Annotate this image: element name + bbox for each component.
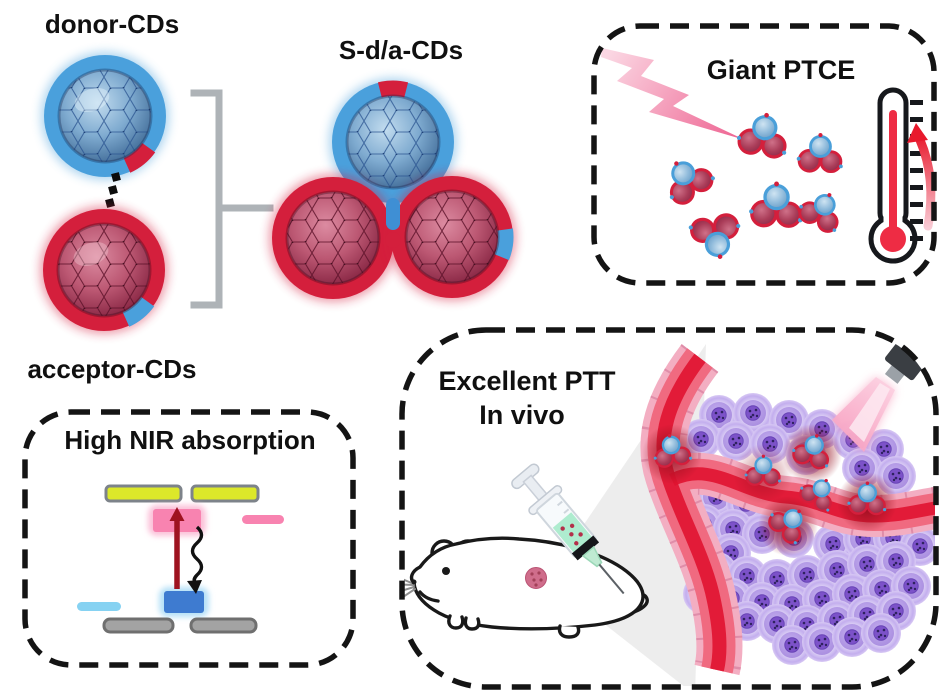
acceptor-cd-sphere — [40, 206, 168, 334]
thermometer-icon — [868, 87, 936, 264]
laser-beam — [832, 377, 895, 452]
sda-red-sphere-left — [269, 174, 397, 302]
ptce-trimers — [653, 107, 851, 266]
cd-trimer-cluster — [653, 146, 720, 211]
nir-panel-title: High NIR absorption — [64, 425, 316, 455]
syringe-icon — [511, 463, 625, 595]
thermometer-ticks — [910, 100, 923, 241]
energy-level-gray-2 — [189, 617, 258, 634]
tumor-spot — [525, 567, 547, 589]
cd-trimer-cluster — [685, 210, 748, 266]
energy-level-yellow-2 — [190, 484, 260, 503]
acceptor-cds-label: acceptor-CDs — [27, 354, 197, 384]
mouse-front-leg — [447, 614, 465, 630]
sda-red-sphere-right — [388, 173, 516, 301]
ptt-panel-border — [399, 327, 939, 690]
energy-level-gray-1 — [102, 617, 175, 634]
ground-state-blue-box — [164, 591, 204, 613]
ptt-panel-title-line2: In vivo — [479, 400, 565, 430]
cd-trimer-cluster — [747, 179, 805, 228]
ptt-panel-scene — [404, 339, 935, 686]
mouse-nose — [411, 579, 417, 585]
ptce-panel-border — [591, 23, 937, 286]
mouse-hind-foot — [557, 624, 581, 639]
laser-icon — [884, 339, 928, 384]
donor-cd-sphere — [41, 52, 169, 180]
sda-cd-cluster — [269, 78, 516, 302]
energy-level-lightblue-bar — [77, 602, 121, 611]
sda-cds-label: S-d/a-CDs — [338, 35, 464, 65]
energy-level-yellow-1 — [104, 484, 183, 503]
cd-trimer-cluster — [795, 131, 845, 174]
energy-level-pink-bar — [242, 515, 284, 524]
mouse-front-leg — [463, 616, 481, 631]
temperature-rise-arrow — [915, 135, 936, 231]
junction-red-patch — [385, 232, 401, 248]
tumor-cell — [860, 612, 902, 654]
junction-blue-patch — [386, 198, 400, 230]
grouping-bracket — [190, 89, 274, 309]
sda-blue-sphere — [329, 78, 457, 206]
nonradiative-decay-arrow — [190, 525, 204, 586]
mouse-eye — [442, 567, 450, 575]
dotted-interaction-line — [105, 172, 121, 208]
donor-cds-label: donor-CDs — [44, 9, 180, 39]
cd-trimer-cluster — [793, 182, 851, 237]
lightning-icon — [601, 48, 745, 140]
nir-energy-diagram — [77, 484, 284, 634]
ptt-panel-title-line1: Excellent PTT — [438, 366, 616, 396]
vivo-trimers — [642, 424, 897, 556]
cd-trimer-cluster — [733, 107, 793, 161]
ptce-panel-title: Giant PTCE — [706, 55, 856, 85]
mouse-chin — [418, 590, 440, 603]
ptce-panel — [601, 48, 936, 266]
